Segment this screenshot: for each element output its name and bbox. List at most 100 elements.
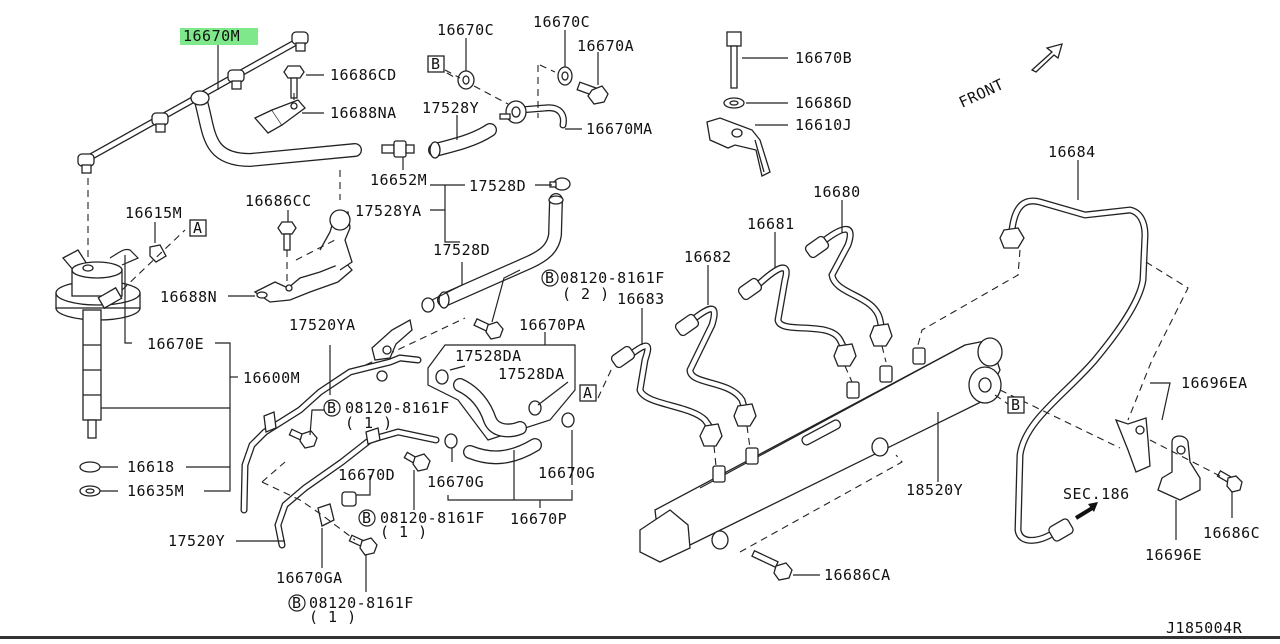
bracket-16610J[interactable] [706,117,771,177]
clamp-16670G-1[interactable] [444,433,458,449]
tube-16683[interactable] [610,342,723,447]
bracket-16696EA[interactable] [1114,417,1151,473]
label-16688N[interactable]: 16688N [160,288,217,306]
hose-17528YA[interactable] [437,193,564,309]
tube-16680[interactable] [804,225,893,347]
ref-marker-B-top[interactable]: B [427,55,445,73]
label-16696EA[interactable]: 16696EA [1181,374,1248,392]
label-16670G-1[interactable]: 16670G [427,473,484,491]
bolt-callout-1b[interactable]: B 08120-8161F ( 1 ) [358,509,485,541]
label-17520Y[interactable]: 17520Y [168,532,225,550]
label-16686C[interactable]: 16686C [1203,524,1260,542]
label-16686CD[interactable]: 16686CD [330,66,397,84]
label-16670D[interactable]: 16670D [338,466,395,484]
label-16610J[interactable]: 16610J [795,116,852,134]
leader-lines [100,30,1233,592]
label-16683[interactable]: 16683 [617,290,665,308]
bolt-16670A[interactable] [576,81,609,105]
label-18520Y[interactable]: 18520Y [906,481,963,499]
label-16670C-1[interactable]: 16670C [437,21,494,39]
label-16681[interactable]: 16681 [747,215,795,233]
hose-assembly-16670PA[interactable] [427,344,576,441]
bolt-callout-1c[interactable]: B 08120-8161F ( 1 ) [288,594,414,626]
bolt-08120-8161F-1b[interactable] [403,451,431,472]
label-16682[interactable]: 16682 [684,248,732,266]
label-16670MA[interactable]: 16670MA [586,120,653,138]
label-17528Y[interactable]: 17528Y [422,99,479,117]
damper-16670D[interactable] [341,491,357,507]
clamp-17528D-lower[interactable] [421,297,435,313]
label-16652M[interactable]: 16652M [370,171,427,189]
bolt-08120-8161F-1c[interactable] [348,534,378,556]
label-16688NA[interactable]: 16688NA [330,104,397,122]
washer-16670C-1[interactable] [457,70,475,90]
label-16670B[interactable]: 16670B [795,49,852,67]
label-16670M[interactable]: 16670M [183,27,240,45]
label-16686CA[interactable]: 16686CA [824,566,891,584]
injector-16600M[interactable] [55,249,141,439]
bracket-16696E[interactable] [1157,435,1201,501]
bolt-08120-8161F-1a[interactable] [288,428,318,449]
ref-marker-A-left[interactable]: A [189,219,207,237]
tube-16682[interactable] [674,305,757,427]
ref-marker-A-label: A [583,384,593,402]
hose-16670P[interactable] [463,438,542,465]
label-16670A[interactable]: 16670A [577,37,634,55]
hose-17528Y[interactable] [428,123,497,159]
clip-16670GA[interactable] [317,503,335,527]
bolt-16686CC[interactable] [277,221,297,251]
tube-16681[interactable] [737,264,857,367]
label-16684[interactable]: 16684 [1048,143,1096,161]
pipe-17520Y[interactable] [274,427,440,549]
bolt-16670B[interactable] [726,31,742,89]
label-16686CC[interactable]: 16686CC [245,192,312,210]
label-16670E[interactable]: 16670E [147,335,204,353]
fuel-rail-18520Y[interactable] [639,337,1003,563]
bolt-16686CA[interactable] [751,549,793,581]
label-sec-186[interactable]: SEC.186 [1063,485,1130,503]
spill-rail-16670M[interactable] [77,31,362,174]
label-17528D-2[interactable]: 17528D [433,241,490,259]
oring-16618[interactable] [79,461,101,473]
clamp-17528D-top[interactable] [549,177,571,191]
label-17528DA-2[interactable]: 17528DA [498,365,565,383]
bolt-qty: ( 1 ) [345,414,393,432]
bolt-08120-8161F-2[interactable] [473,318,504,340]
bolt-16686C[interactable] [1216,470,1243,493]
ref-marker-A-right[interactable]: A [579,384,597,402]
label-16670G-2[interactable]: 16670G [538,464,595,482]
label-17528YA[interactable]: 17528YA [355,202,422,220]
label-16600M[interactable]: 16600M [243,369,300,387]
label-16696E[interactable]: 16696E [1145,546,1202,564]
label-16686D[interactable]: 16686D [795,94,852,112]
label-16680[interactable]: 16680 [813,183,861,201]
label-16618[interactable]: 16618 [127,458,175,476]
bolt-qty: ( 1 ) [309,608,357,626]
bracket-16688N[interactable] [253,209,353,303]
label-16670P[interactable]: 16670P [510,510,567,528]
clip-16688NA[interactable] [253,99,306,134]
label-17520YA[interactable]: 17520YA [289,316,356,334]
ref-marker-B-label: B [1011,396,1021,414]
label-17528DA-1[interactable]: 17528DA [455,347,522,365]
clamp-16670G-2[interactable] [561,412,575,428]
banjo-16670MA[interactable] [499,100,567,129]
washer-16686D[interactable] [723,97,745,109]
valve-16652M[interactable] [381,140,415,158]
label-17528D-1[interactable]: 17528D [469,177,526,195]
ref-marker-B-right[interactable]: B [1007,396,1025,414]
label-16670GA[interactable]: 16670GA [276,569,343,587]
label-16635M[interactable]: 16635M [127,482,184,500]
washer-16635M[interactable] [79,485,101,497]
washer-16670C-2[interactable] [557,66,573,86]
clip-16615M[interactable] [149,244,167,263]
bolt-callout-2[interactable]: B 08120-8161F ( 2 ) [541,269,665,303]
label-16670PA[interactable]: 16670PA [519,316,586,334]
pipe-17520YA[interactable] [240,318,422,514]
label-16670C-2[interactable]: 16670C [533,13,590,31]
label-16615M[interactable]: 16615M [125,204,182,222]
tube-16684[interactable] [999,197,1149,544]
bolt-callout-1a[interactable]: B 08120-8161F ( 1 ) [323,399,450,432]
clip-16670E[interactable] [109,248,140,266]
label-front: FRONT [956,75,1007,111]
